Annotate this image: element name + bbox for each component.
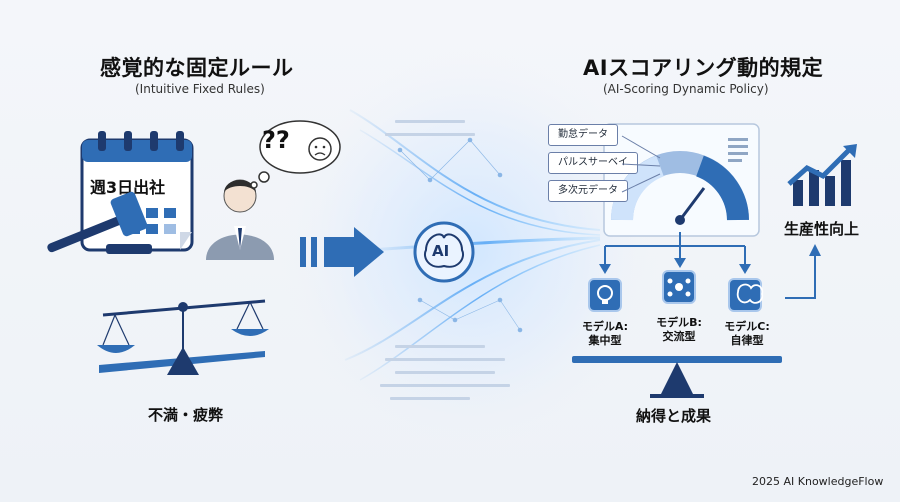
chip-connector-lines	[621, 135, 661, 193]
ai-brain-icon	[413, 221, 475, 283]
model-b-type: 交流型	[662, 330, 696, 343]
model-a-name: モデルA:	[581, 320, 629, 333]
productivity-label: 生産性向上	[784, 220, 860, 238]
transition-arrow-icon	[300, 227, 384, 277]
productivity-chart-icon	[787, 144, 857, 206]
model-b-name: モデルB:	[656, 316, 702, 329]
right-result-label: 納得と成果	[636, 407, 712, 425]
calendar-text: 週3日出社	[90, 178, 166, 197]
question-marks: ??	[262, 126, 290, 154]
model-a-label: モデルA: 集中型	[570, 320, 640, 348]
thought-bubble-icon	[250, 120, 341, 189]
model-c-label: モデルC: 自律型	[712, 320, 782, 348]
unbalanced-scale-icon	[97, 299, 269, 375]
model-icon-glyphs	[597, 278, 764, 304]
model-b-label: モデルB: 交流型	[644, 316, 714, 344]
input-chip-pulse-survey: パルスサーベイ	[548, 152, 638, 174]
model-c-type: 自律型	[730, 334, 764, 347]
input-chip-attendance: 勤怠データ	[548, 124, 618, 146]
lightbulb-icon	[588, 278, 622, 312]
right-title: AIスコアリング動的規定	[583, 56, 824, 80]
model-c-name: モデルC:	[724, 320, 770, 333]
right-subtitle: (AI-Scoring Dynamic Policy)	[603, 82, 769, 96]
input-chip-multidim: 多次元データ	[548, 180, 628, 202]
footer-credit: 2025 AI KnowledgeFlow	[752, 475, 884, 488]
worried-person-icon	[206, 179, 274, 260]
left-subtitle: (Intuitive Fixed Rules)	[135, 82, 265, 96]
model-branch-arrows	[599, 232, 821, 299]
model-a-type: 集中型	[588, 334, 622, 347]
left-title: 感覚的な固定ルール	[100, 56, 294, 80]
left-result-label: 不満・疲弊	[148, 406, 224, 424]
gavel-icon	[47, 191, 152, 254]
ai-label: AI	[432, 242, 450, 260]
balanced-scale-icon	[572, 356, 782, 398]
